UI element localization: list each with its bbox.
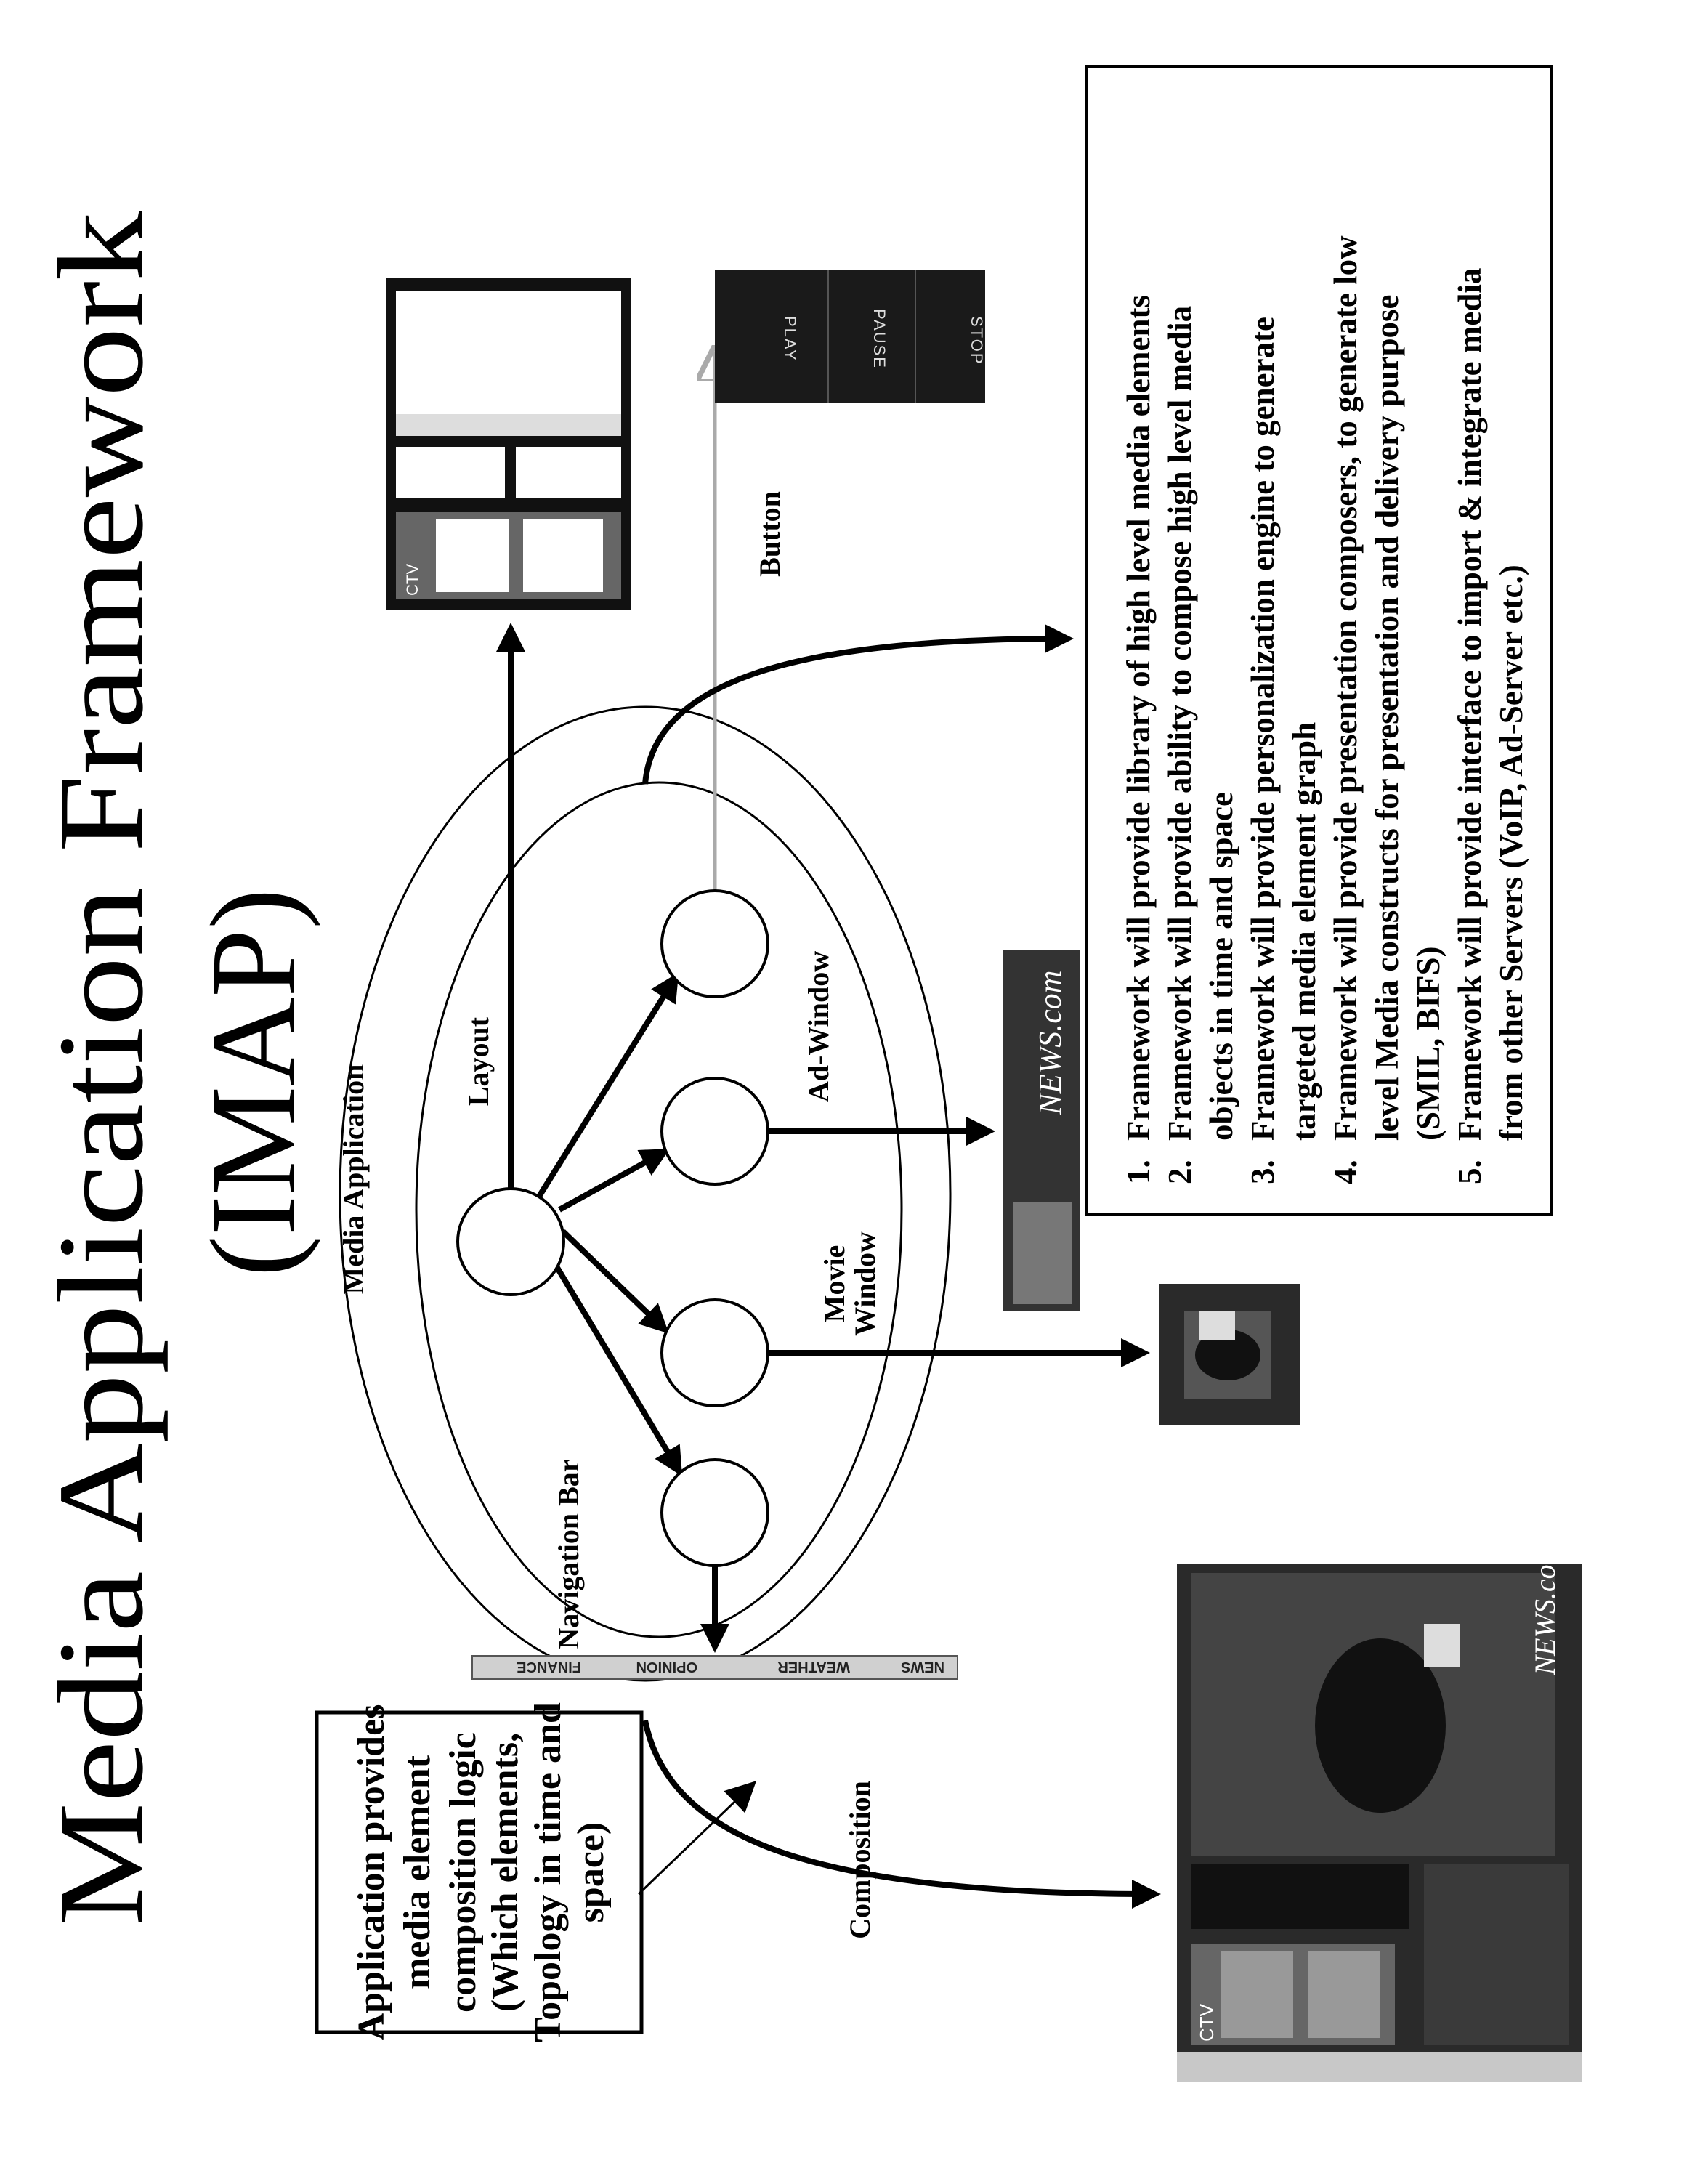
list-item-number: 5. <box>1452 1160 1488 1184</box>
list-item-text: Framework will provide library of high l… <box>1120 295 1157 1141</box>
list-item-text: (SMIL, BIFS) <box>1410 946 1446 1141</box>
list-item-text: from other Servers (VoIP, Ad-Server etc.… <box>1493 565 1529 1141</box>
play-button-label: PLAY <box>781 316 799 362</box>
pause-button-label: PAUSE <box>870 309 889 369</box>
arrow-to-movie-node <box>563 1231 665 1330</box>
app-box-line: composition logic <box>442 1732 484 2013</box>
title-line-1: Media Application Framework <box>33 211 169 1926</box>
application-box: Application provides media element compo… <box>317 1702 641 2042</box>
list-item-text: Framework will provide interface to impo… <box>1452 268 1488 1141</box>
list-item-number: 3. <box>1244 1160 1281 1184</box>
layout-label: Layout <box>462 1016 495 1106</box>
navigation-bar-node <box>662 1460 768 1566</box>
layout-thumbnail: CTV <box>386 278 631 610</box>
arrow-to-button-node <box>538 977 676 1199</box>
list-item-text: Framework will provide ability to compos… <box>1162 306 1198 1141</box>
nav-bar-image: NEWS WEATHER OPINION FINANCE <box>472 1656 958 1679</box>
list-item-number: 2. <box>1162 1160 1198 1184</box>
list-item-text: Framework will provide personalization e… <box>1244 317 1281 1141</box>
ad-window-label: Ad-Window <box>802 951 835 1102</box>
nav-item: NEWS <box>901 1659 944 1675</box>
list-item-number: 4. <box>1327 1160 1364 1184</box>
stop-button-label: STOP <box>968 316 986 365</box>
navigation-bar-label: Navigation Bar <box>552 1459 585 1649</box>
app-box-line: Application provides <box>351 1704 392 2041</box>
arrow-to-framework-list <box>645 639 1068 784</box>
list-item-number: 1. <box>1120 1160 1157 1184</box>
list-item-text: Framework will provide presentation comp… <box>1327 235 1364 1141</box>
screen-news-logo: NEWS.com <box>1529 1543 1561 1675</box>
movie-window-thumbnail <box>1159 1284 1300 1425</box>
composition-label: Composition <box>843 1781 876 1939</box>
button-node <box>662 891 768 997</box>
list-item-text: objects in time and space <box>1203 792 1239 1141</box>
composition-pointer-line <box>639 1785 752 1894</box>
arrow-to-navigation-node <box>552 1259 679 1471</box>
nav-item: OPINION <box>636 1659 697 1675</box>
movie-window-label: Window <box>849 1231 881 1336</box>
nav-item: WEATHER <box>777 1659 850 1675</box>
landscape-page: Media Application Framework (IMAP) Appli… <box>33 67 1582 2082</box>
app-box-line: space) <box>570 1822 612 1923</box>
ad-window-thumbnail: NEWS.com <box>1003 950 1080 1311</box>
ctv-logo: CTV <box>403 564 421 596</box>
nav-item: FINANCE <box>517 1659 581 1675</box>
arrow-to-ad-node <box>559 1152 665 1210</box>
framework-list-box: 1. Framework will provide library of high… <box>1087 67 1551 1214</box>
ad-window-node <box>662 1078 768 1184</box>
root-node <box>458 1189 564 1295</box>
ad-news-logo: NEWS.com <box>1032 970 1068 1115</box>
media-application-outer-ellipse <box>340 707 950 1680</box>
app-box-line: (Which elements, <box>485 1733 526 2012</box>
arrow-to-composition-screen <box>645 1720 1155 1894</box>
movie-window-node <box>662 1300 768 1406</box>
app-box-line: media element <box>397 1755 438 1989</box>
app-box-line: Topology in time and <box>527 1702 569 2042</box>
list-item-text: level Media constructs for presentation … <box>1369 294 1405 1141</box>
composition-screenshot: CTV NEWS.com <box>1177 1543 1582 2082</box>
button-label: Button <box>753 491 786 577</box>
button-panel-image: PLAY PAUSE STOP <box>715 270 986 403</box>
movie-window-label: Movie <box>818 1245 851 1323</box>
list-item-text: targeted media element graph <box>1286 722 1322 1141</box>
media-application-label: Media Application <box>337 1064 370 1295</box>
title-line-2: (IMAP) <box>186 889 321 1277</box>
screen-ctv-logo: CTV <box>1196 2003 1218 2042</box>
